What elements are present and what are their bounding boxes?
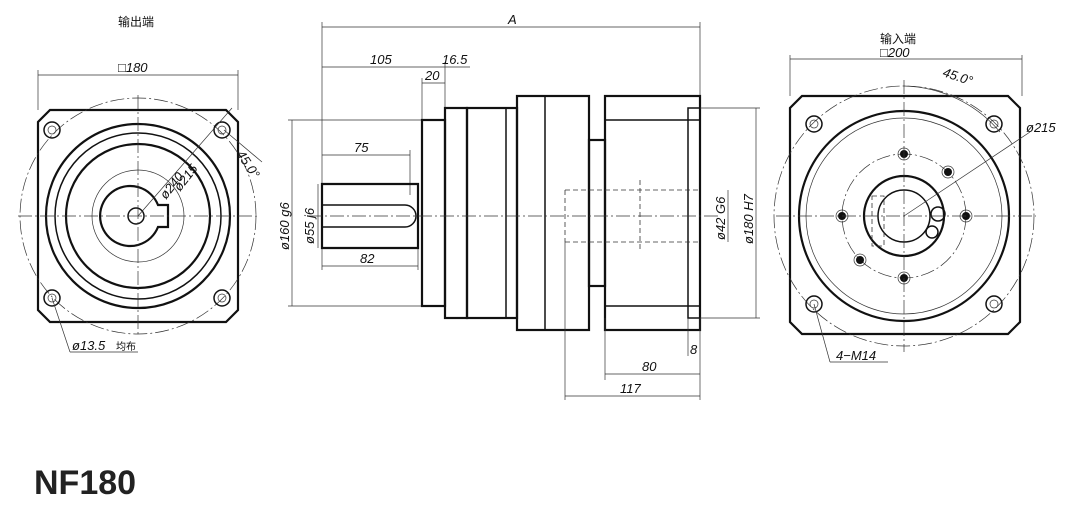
right-square-dim: □200 bbox=[880, 45, 910, 60]
dim-16-5: 16.5 bbox=[442, 52, 468, 67]
hidden-input-bore bbox=[564, 189, 700, 243]
shaft-key-slot bbox=[322, 204, 417, 228]
output-hole-bl bbox=[43, 289, 61, 307]
input-flange-recess bbox=[687, 107, 701, 319]
input-hole-br bbox=[985, 295, 1003, 313]
output-shaft-keyway bbox=[99, 184, 170, 248]
output-flange-square bbox=[36, 108, 240, 324]
input-hole-tr bbox=[985, 115, 1003, 133]
left-pcd-215: ø215 bbox=[171, 161, 202, 194]
left-hole-dim: ø13.5 bbox=[72, 338, 106, 353]
right-pcd: ø215 bbox=[1026, 120, 1056, 135]
dim-117: 117 bbox=[620, 381, 641, 396]
side-view: A 105 16.5 20 75 82 ø160 g6 ø55 j6 bbox=[277, 12, 760, 400]
ring-gear-body bbox=[515, 94, 591, 332]
left-hole-note: 均布 bbox=[116, 341, 136, 353]
output-hole-tl bbox=[43, 121, 61, 139]
input-flange-square bbox=[788, 94, 1022, 336]
output-hole-br bbox=[213, 289, 231, 307]
dim-180: ø180 H7 bbox=[741, 193, 756, 244]
dim-82: 82 bbox=[360, 251, 375, 266]
dim-80: 80 bbox=[642, 359, 657, 374]
right-angle: 45.0° bbox=[941, 65, 975, 89]
neck bbox=[587, 138, 607, 288]
input-end-view: 输入端 □200 45.0° ø2 bbox=[773, 31, 1056, 363]
dim-total-length: A bbox=[507, 12, 517, 27]
input-hole-tl bbox=[805, 115, 823, 133]
dim-75: 75 bbox=[354, 140, 369, 155]
dim-8: 8 bbox=[690, 342, 698, 357]
dim-42: ø42 G6 bbox=[713, 196, 728, 240]
input-flange bbox=[603, 94, 702, 332]
output-hole-tr bbox=[213, 121, 231, 139]
flange-pilot bbox=[420, 118, 447, 308]
output-end-label: 输出端 bbox=[118, 14, 154, 29]
dim-55: ø55 j6 bbox=[302, 207, 317, 244]
dim-105: 105 bbox=[370, 52, 392, 67]
output-end-view: 输出端 □180 ø240 ø215 45.0° ø13. bbox=[18, 14, 263, 353]
dim-20: 20 bbox=[424, 68, 440, 83]
input-end-label: 输入端 bbox=[880, 31, 916, 46]
model-label: NF180 bbox=[34, 464, 136, 502]
gear-housing bbox=[465, 106, 519, 320]
output-flange bbox=[443, 106, 469, 320]
right-thread: 4−M14 bbox=[836, 348, 876, 363]
input-hole-bl bbox=[805, 295, 823, 313]
dim-160: ø160 g6 bbox=[277, 202, 292, 250]
left-square-dim: □180 bbox=[118, 60, 148, 75]
